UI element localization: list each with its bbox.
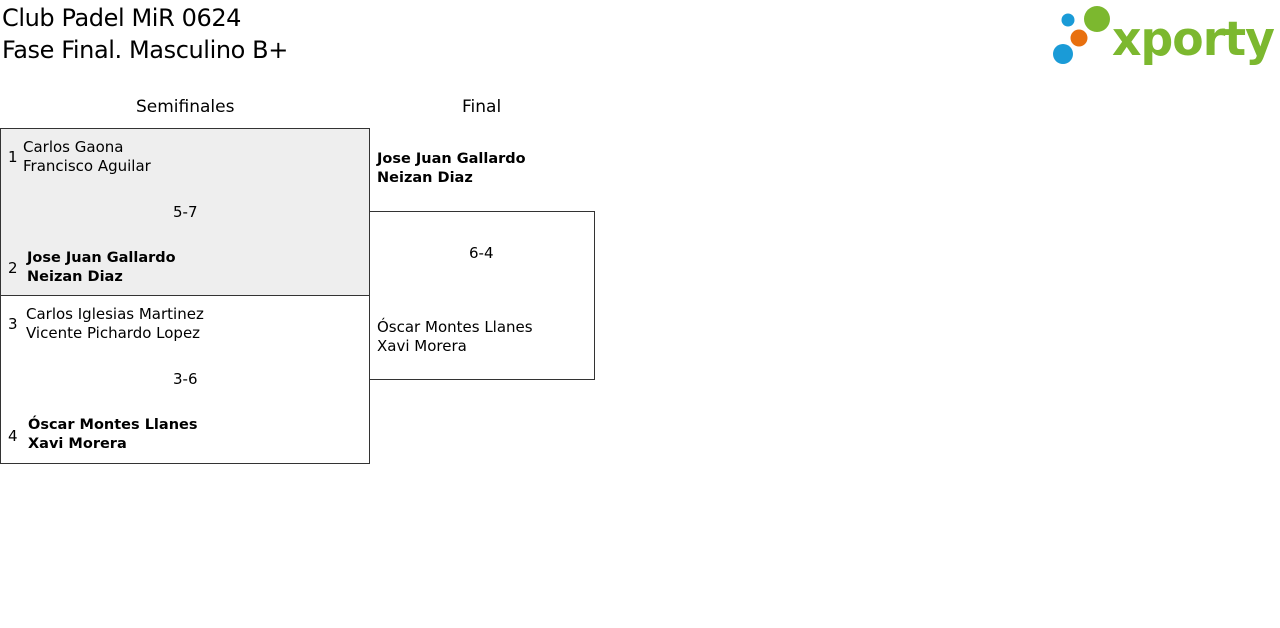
match-score: 5-7: [173, 203, 198, 221]
logo-dot-blue-small: [1061, 13, 1075, 27]
semifinal-match-2[interactable]: 3 Carlos Iglesias Martinez Vicente Picha…: [0, 295, 370, 464]
player-name: Óscar Montes Llanes: [28, 417, 198, 433]
player-name: Francisco Aguilar: [23, 157, 151, 175]
seed-number: 2: [8, 259, 18, 277]
seed-number: 3: [8, 315, 18, 333]
title-phase: Fase Final. Masculino B+: [2, 36, 288, 64]
team-entry[interactable]: Carlos Iglesias Martinez Vicente Pichard…: [26, 305, 204, 343]
player-name: Óscar Montes Llanes: [377, 318, 533, 336]
team-entry-winner[interactable]: Óscar Montes Llanes Xavi Morera: [28, 416, 197, 454]
final-team-runner-up[interactable]: Óscar Montes Llanes Xavi Morera: [377, 318, 533, 356]
logo-dot-orange: [1070, 29, 1088, 47]
player-name: Carlos Iglesias Martinez: [26, 305, 204, 323]
page-title: Club Padel MiR 0624 Fase Final. Masculin…: [2, 2, 288, 66]
team-entry-winner[interactable]: Jose Juan Gallardo Neizan Diaz: [27, 249, 176, 287]
xporty-logo: xporty: [1053, 6, 1275, 66]
match-score: 3-6: [173, 370, 198, 388]
seed-number: 4: [8, 427, 18, 445]
player-name: Carlos Gaona: [23, 138, 124, 156]
player-name: Neizan Diaz: [27, 269, 123, 285]
logo-text: xporty: [1112, 12, 1274, 66]
player-name: Vicente Pichardo Lopez: [26, 324, 201, 342]
seed-number: 1: [8, 148, 18, 166]
player-name: Xavi Morera: [28, 436, 127, 452]
final-match[interactable]: 6-4 Óscar Montes Llanes Xavi Morera: [369, 211, 595, 380]
semifinal-match-1[interactable]: 1 Carlos Gaona Francisco Aguilar 5-7 2 J…: [0, 128, 370, 296]
logo-dot-blue-large: [1053, 44, 1073, 64]
logo-dot-green: [1084, 6, 1110, 32]
column-header-semifinals: Semifinales: [136, 97, 235, 117]
match-score: 6-4: [469, 244, 494, 262]
player-name: Neizan Diaz: [377, 170, 473, 186]
final-team-winner[interactable]: Jose Juan Gallardo Neizan Diaz: [377, 150, 526, 188]
player-name: Jose Juan Gallardo: [377, 151, 526, 167]
player-name: Jose Juan Gallardo: [27, 250, 176, 266]
player-name: Xavi Morera: [377, 337, 467, 355]
team-entry[interactable]: Carlos Gaona Francisco Aguilar: [23, 138, 151, 176]
title-club: Club Padel MiR 0624: [2, 4, 242, 32]
column-header-final: Final: [462, 97, 502, 117]
